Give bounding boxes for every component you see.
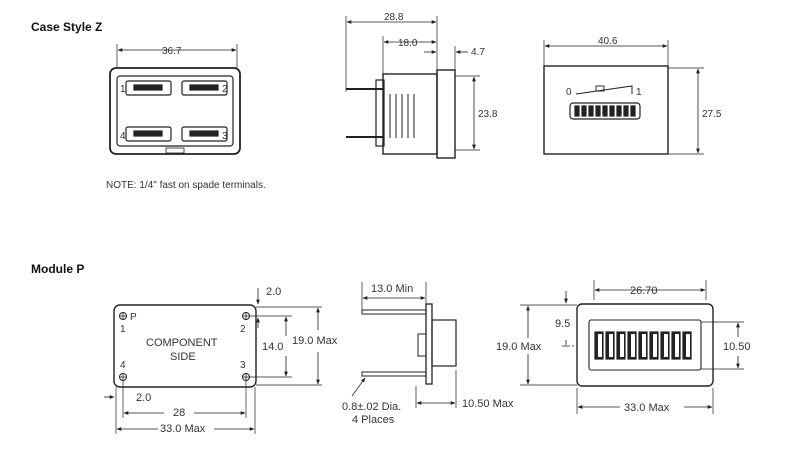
p-top-offset-dim: 2.0 <box>266 286 281 298</box>
z-scale-high: 1 <box>636 87 642 98</box>
p-board-label-2: SIDE <box>170 351 196 363</box>
p-hole-dim: 0.8±.02 Dia. <box>342 401 401 413</box>
p-display-offset-dim: 9.5 <box>555 318 570 330</box>
z-terminal-3: 3 <box>222 131 228 142</box>
z-side-bezel-dim: 4.7 <box>471 47 485 58</box>
module-p-title: Module P <box>31 262 85 276</box>
p-pin-4: 4 <box>120 360 126 371</box>
p-side-min-dim: 13.0 Min <box>371 283 413 295</box>
p-side-depth-dim: 10.50 Max <box>462 398 514 410</box>
p-board-label-1: COMPONENT <box>146 337 218 349</box>
p-pin-spacing-h-dim: 28 <box>173 407 185 419</box>
z-terminal-4: 4 <box>120 131 126 142</box>
z-side-height-dim: 23.8 <box>478 109 498 120</box>
z-display-view <box>543 40 704 155</box>
p-hole-places: 4 Places <box>352 414 395 426</box>
z-terminal-2: 2 <box>222 84 228 95</box>
case-style-z-title: Case Style Z <box>31 20 103 34</box>
p-pin-1: 1 <box>120 324 126 335</box>
z-terminal-1: 1 <box>120 84 126 95</box>
p-display-view <box>520 280 744 414</box>
z-side-overall-dim: 28.8 <box>384 12 404 23</box>
z-display-height-dim: 27.5 <box>702 109 722 120</box>
terminal-note: NOTE: 1/4" fast on spade terminals. <box>106 180 266 191</box>
z-scale-low: 0 <box>566 87 572 98</box>
p-width-dim: 33.0 Max <box>160 423 206 435</box>
z-front-width-dim: 36.7 <box>162 46 182 57</box>
p-side-view <box>351 282 457 408</box>
p-board-view <box>104 288 322 434</box>
p-pin-2: 2 <box>240 324 246 335</box>
p-display-width-dim: 26.70 <box>630 285 658 297</box>
p-pin-spacing-v-dim: 14.0 <box>262 341 283 353</box>
z-side-body-dim: 18.0 <box>398 38 418 49</box>
z-front-view <box>109 44 241 155</box>
p-display-total-width-dim: 33.0 Max <box>624 402 670 414</box>
p-height-dim: 19.0 Max <box>292 335 338 347</box>
p-pin-3: 3 <box>240 360 246 371</box>
z-display-width-dim: 40.6 <box>598 36 618 47</box>
p-display-height-dim: 19.0 Max <box>496 341 542 353</box>
p-pin-label: P <box>130 312 137 323</box>
p-display-window-dim: 10.50 <box>723 341 751 353</box>
p-left-offset-dim: 2.0 <box>136 392 151 404</box>
z-side-view <box>345 16 480 159</box>
